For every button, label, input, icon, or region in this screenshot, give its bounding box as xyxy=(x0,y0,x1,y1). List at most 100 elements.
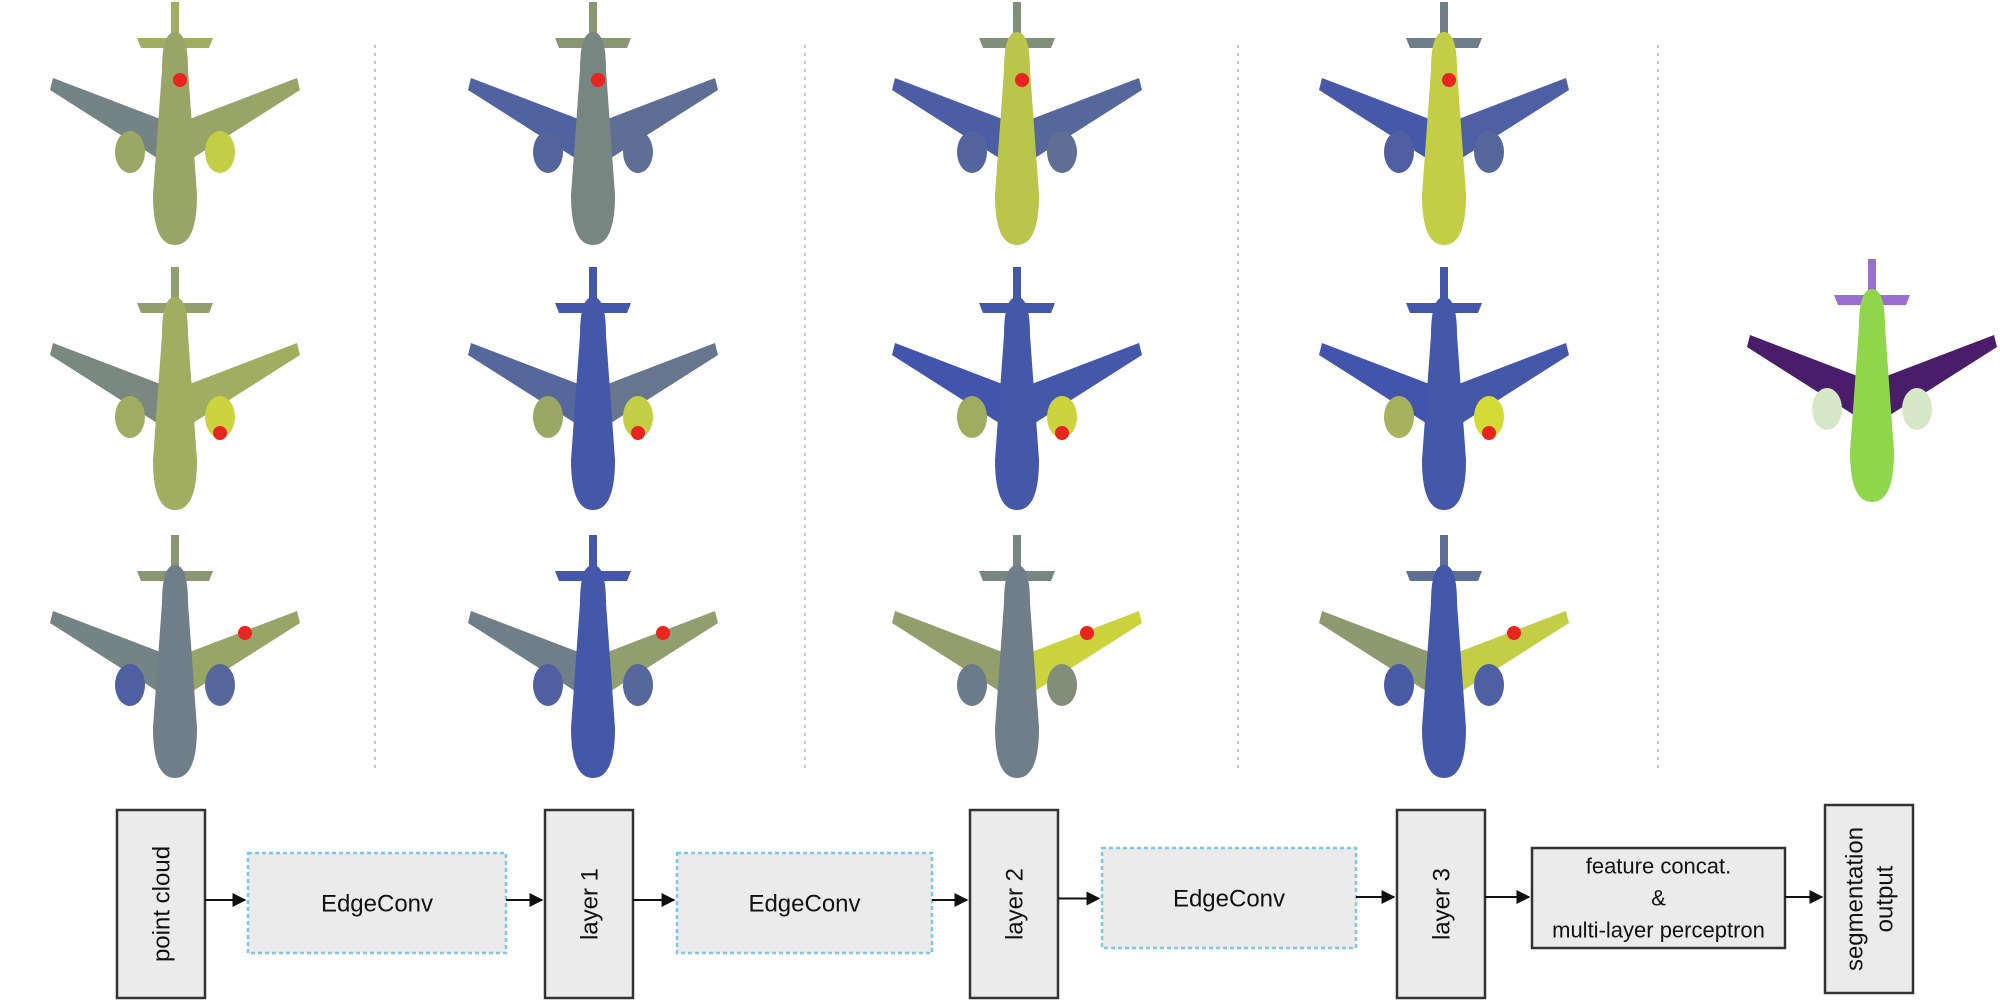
fuselage xyxy=(995,32,1039,245)
left-engine xyxy=(533,396,563,438)
left-wing xyxy=(50,611,163,691)
layer-3-box xyxy=(1395,808,1487,1000)
heatmap-airplane xyxy=(1319,267,1569,510)
layer-2-node: layer 2 xyxy=(968,808,1060,1000)
segmentation-output-label-line: output xyxy=(1871,865,1898,932)
right-wing xyxy=(1456,343,1569,423)
right-wing xyxy=(1456,611,1569,691)
query-point xyxy=(1507,626,1521,640)
edgeconv-1-label-line: EdgeConv xyxy=(321,890,433,917)
left-engine xyxy=(115,396,145,438)
left-wing xyxy=(468,78,581,158)
query-point xyxy=(1080,626,1094,640)
left-wing xyxy=(50,78,163,158)
heatmap-airplane xyxy=(1319,535,1569,778)
heatmap-airplane xyxy=(50,267,300,510)
heatmap-airplane xyxy=(892,2,1142,245)
left-engine xyxy=(957,131,987,173)
right-wing xyxy=(605,611,718,691)
edgeconv-3-node: EdgeConv xyxy=(1100,846,1358,950)
right-engine xyxy=(1047,396,1077,438)
heatmap-airplane xyxy=(468,535,718,778)
edgeconv-3-label: EdgeConv xyxy=(1173,885,1285,912)
point-cloud-box xyxy=(115,808,207,1000)
query-point xyxy=(591,73,605,87)
edgeconv-2-label: EdgeConv xyxy=(748,890,860,917)
left-wing xyxy=(468,611,581,691)
right-engine xyxy=(1047,131,1077,173)
pipeline-diagram: point cloud EdgeConv layer 1 EdgeConv layer … xyxy=(115,803,1915,1000)
query-point xyxy=(1482,426,1496,440)
layer-1-label: layer 1 xyxy=(576,868,603,940)
edgeconv-1-node: EdgeConv xyxy=(246,851,508,955)
layer-2-label-line: layer 2 xyxy=(1001,868,1028,940)
heatmap-airplane xyxy=(468,267,718,510)
edgeconv-2-node: EdgeConv xyxy=(675,851,934,955)
right-wing xyxy=(605,78,718,158)
query-point xyxy=(656,626,670,640)
right-engine xyxy=(205,131,235,173)
right-wing xyxy=(187,611,300,691)
edgeconv-3-label-line: EdgeConv xyxy=(1173,885,1285,912)
fuselage xyxy=(571,565,615,778)
query-point xyxy=(173,73,187,87)
right-engine xyxy=(1902,388,1932,430)
left-wing xyxy=(892,78,1005,158)
query-point xyxy=(1015,73,1029,87)
right-engine xyxy=(1474,396,1504,438)
column-separators xyxy=(374,45,1659,770)
layer-1-label-line: layer 1 xyxy=(576,868,603,940)
fuselage xyxy=(571,32,615,245)
right-engine xyxy=(205,664,235,706)
left-engine xyxy=(533,664,563,706)
left-engine xyxy=(533,131,563,173)
fuselage xyxy=(995,565,1039,778)
left-engine xyxy=(957,396,987,438)
layer-3-node: layer 3 xyxy=(1395,808,1487,1000)
right-engine xyxy=(623,131,653,173)
point-cloud-node: point cloud xyxy=(115,808,207,1000)
layer-1-box xyxy=(543,808,635,1000)
edgeconv-2-label-line: EdgeConv xyxy=(748,890,860,917)
query-point xyxy=(1442,73,1456,87)
layer-1-node: layer 1 xyxy=(543,808,635,1000)
left-wing xyxy=(892,611,1005,691)
left-wing xyxy=(1319,78,1432,158)
segmentation-airplane xyxy=(1747,259,1997,502)
left-engine xyxy=(1812,388,1842,430)
left-engine xyxy=(1384,131,1414,173)
edgeconv-2-box xyxy=(675,851,934,955)
fuselage xyxy=(1422,565,1466,778)
point-cloud-label: point cloud xyxy=(148,846,175,962)
fuselage xyxy=(153,297,197,510)
query-point xyxy=(213,426,227,440)
right-engine xyxy=(205,396,235,438)
right-engine xyxy=(1474,131,1504,173)
right-wing xyxy=(1029,343,1142,423)
query-point xyxy=(1055,426,1069,440)
feature-concat-box xyxy=(1530,846,1787,950)
right-wing xyxy=(605,343,718,423)
feature-concat-label: feature concat.&multi-layer perceptron xyxy=(1552,854,1765,943)
edgeconv-3-box xyxy=(1100,846,1358,950)
fuselage xyxy=(153,565,197,778)
right-wing xyxy=(187,343,300,423)
left-wing xyxy=(892,343,1005,423)
left-engine xyxy=(957,664,987,706)
layer-2-label: layer 2 xyxy=(1001,868,1028,940)
segmented-airplane xyxy=(1747,259,1997,502)
left-wing xyxy=(468,343,581,423)
layer-2-box xyxy=(968,808,1060,1000)
segmentation-output-box xyxy=(1823,803,1915,995)
point-cloud-label-line: point cloud xyxy=(148,846,175,962)
feature-concat-node: feature concat.&multi-layer perceptron xyxy=(1530,846,1787,950)
left-engine xyxy=(1384,664,1414,706)
right-wing xyxy=(1884,335,1997,415)
left-wing xyxy=(1319,611,1432,691)
layer-3-label-line: layer 3 xyxy=(1428,868,1455,940)
heatmap-airplane xyxy=(892,535,1142,778)
right-wing xyxy=(187,78,300,158)
